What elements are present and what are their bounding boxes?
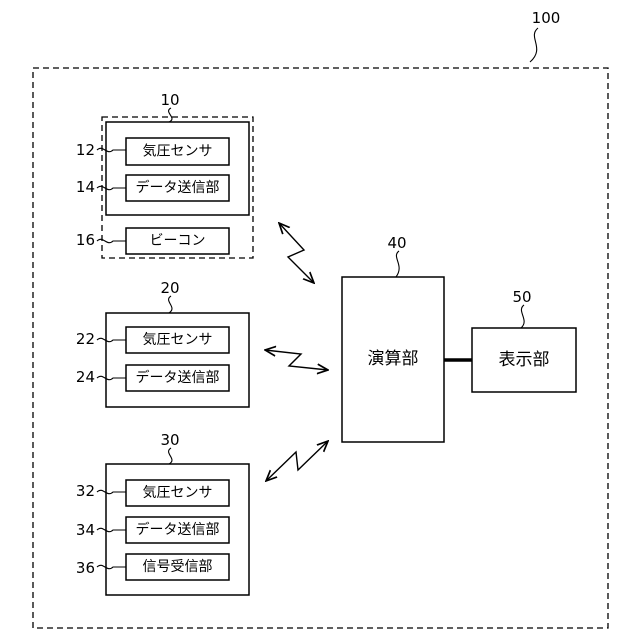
system-group: 100 (33, 9, 608, 628)
system-ref-label: 100 (532, 9, 561, 27)
block-ref-leader (97, 565, 126, 568)
system-ref-leader (530, 28, 538, 62)
compute-ref-label: 40 (387, 234, 406, 252)
display-ref-label: 50 (512, 288, 531, 306)
data-transmitter-label: データ送信部 (136, 179, 220, 196)
block-ref-label: 22 (76, 330, 95, 348)
block-ref-label: 16 (76, 231, 95, 249)
unit-10-group: 10 気圧センサ 12 データ送信部 14 ビーコン 16 (76, 91, 253, 258)
unit-20-ref-label: 20 (160, 279, 179, 297)
signal-receiver-label: 信号受信部 (143, 559, 213, 575)
compute-group: 演算部 40 (342, 234, 444, 442)
display-ref-leader (521, 305, 524, 328)
unit-20-ref-leader (169, 296, 172, 313)
unit-30-ref-label: 30 (160, 431, 179, 449)
unit-10-ref-leader (169, 108, 172, 122)
pressure-sensor-label: 気圧センサ (143, 144, 213, 160)
block-ref-leader (97, 528, 126, 531)
pressure-sensor-label: 気圧センサ (143, 485, 213, 501)
block-ref-leader (97, 376, 126, 379)
display-label: 表示部 (499, 350, 550, 370)
wireless-link-arrow-unit-20 (265, 350, 328, 370)
system-boundary (33, 68, 608, 628)
unit-10-ref-label: 10 (160, 91, 179, 109)
data-transmitter-label: データ送信部 (136, 521, 220, 538)
data-transmitter-label: データ送信部 (136, 369, 220, 386)
compute-label: 演算部 (368, 349, 419, 369)
block-ref-leader (97, 338, 126, 341)
compute-ref-leader (396, 251, 399, 277)
block-ref-label: 32 (76, 482, 95, 500)
block-ref-label: 14 (76, 178, 95, 196)
block-ref-label: 36 (76, 559, 95, 577)
block-ref-label: 34 (76, 521, 95, 539)
unit-30-ref-leader (169, 448, 172, 464)
beacon-label: ビーコン (150, 233, 206, 249)
display-group: 表示部 50 (472, 288, 576, 392)
pressure-sensor-label: 気圧センサ (143, 332, 213, 348)
wireless-link-arrow-unit-30 (266, 441, 328, 481)
block-ref-label: 24 (76, 368, 95, 386)
wireless-link-arrow-unit-10 (279, 223, 314, 283)
unit-30-group: 30 気圧センサ 32 データ送信部 34 信号受信部 36 (76, 431, 249, 595)
block-ref-leader (97, 490, 126, 493)
unit-20-group: 20 気圧センサ 22 データ送信部 24 (76, 279, 249, 407)
block-ref-label: 12 (76, 141, 95, 159)
